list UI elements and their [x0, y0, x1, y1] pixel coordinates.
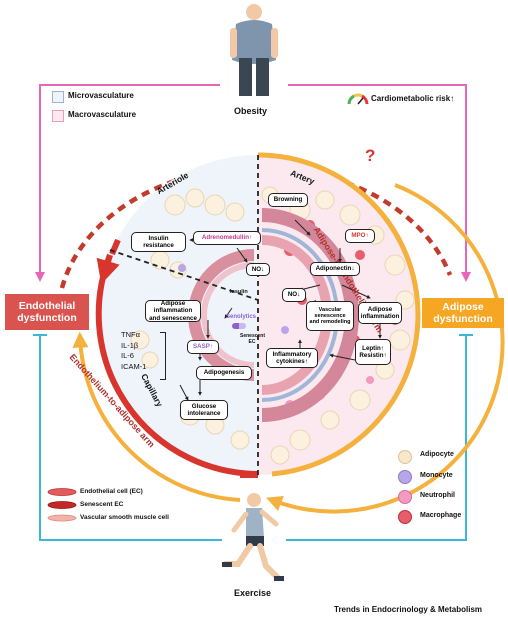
macrophage-icon [398, 510, 412, 524]
insulin-label: Insulin [230, 289, 248, 295]
obese-person-icon [230, 4, 278, 96]
cardiometabolic-risk-label: Cardiometabolic risk↑ [371, 94, 455, 103]
macrophage-label: Macrophage [420, 512, 462, 519]
leptin-resistin-box: Leptin↑ Resistin↑ [355, 339, 391, 365]
adipogenesis-box: Adipogenesis [196, 366, 252, 380]
risk-gauge-icon [347, 93, 369, 105]
senescent-ec-label: Senescent EC [240, 333, 266, 345]
pill-icon [232, 323, 246, 329]
adipocyte-icon [398, 450, 412, 464]
senolytics-label: Senolytics [226, 314, 257, 320]
obesity-connector-lines [35, 84, 471, 282]
neutrophil-label: Neutrophil [420, 492, 455, 499]
cytokine-list: TNFα IL-1β IL-6 ICAM-1 [121, 330, 146, 372]
outer-orange-arc-right [266, 183, 505, 514]
adiponectin-box: Adiponectin↓ [310, 262, 360, 276]
adipose-inflammation-box: Adipose inflammation [358, 302, 402, 324]
cytokine-icam1: ICAM-1 [121, 361, 147, 371]
sasp-box: SASP↑ [187, 340, 219, 354]
microvasculature-label: Microvasculature [68, 91, 134, 100]
neutrophil-icon [398, 490, 412, 504]
resistin-label: Resistin↑ [359, 352, 387, 359]
monocyte-label: Monocyte [420, 472, 453, 479]
outer-orange-arc-left [72, 331, 241, 502]
monocyte-icon [398, 470, 412, 484]
runner-icon [222, 493, 284, 581]
vascular-senescence-box: Vascular senescence and remodeling [306, 301, 354, 331]
macrovasculature-label: Macrovasculature [68, 110, 137, 119]
question-mark: ? [365, 146, 376, 165]
adipose-dysfunction-box: Adipose dysfunction [422, 298, 504, 328]
inflammatory-cytokines-box: Inflammatory cytokines↑ [266, 348, 318, 368]
cytokine-il6: IL-6 [121, 351, 134, 360]
exercise-label: Exercise [234, 588, 272, 598]
adipocyte-label: Adipocyte [420, 451, 454, 458]
journal-footer: Trends in Endocrinology & Metabolism [334, 605, 483, 614]
obesity-label: Obesity [234, 106, 268, 116]
no-left-box: NO↓ [246, 263, 270, 276]
mpo-box: MPO↑ [345, 229, 375, 243]
insulin-resistance-box: Insulin resistance [131, 232, 186, 252]
exercise-connector-lines [33, 334, 473, 541]
vsmc-label: Vascular smooth muscle cell [80, 514, 169, 521]
glucose-intolerance-box: Glucose intolerance [180, 400, 228, 420]
cell-legend: Adipocyte Monocyte Neutrophil Macrophage [398, 450, 498, 530]
cytokine-tnfa: TNFα [121, 330, 140, 339]
browning-box: Browning [268, 193, 308, 207]
microvasculature-swatch [52, 91, 64, 103]
adipose-inflammation-senescence-box: Adipose inflammation and senescence [145, 300, 201, 322]
macrovasculature-swatch [52, 110, 64, 122]
endothelial-cell-label: Endothelial cell (EC) [80, 488, 143, 495]
cell-type-shapes [47, 488, 77, 522]
adrenomedullin-box: Adrenomedullin↑ [193, 231, 261, 245]
top-dashed-arc [59, 165, 453, 289]
leptin-label: Leptin↑ [362, 344, 384, 352]
diagonal-divider [109, 249, 259, 301]
senescent-ec-legend-label: Senescent EC [80, 501, 124, 508]
no-right-box: NO↓ [282, 288, 306, 302]
cytokine-bracket [160, 332, 166, 380]
cytokine-il1b: IL-1β [121, 340, 139, 350]
endothelial-dysfunction-box: Endothelial dysfunction [5, 294, 89, 330]
